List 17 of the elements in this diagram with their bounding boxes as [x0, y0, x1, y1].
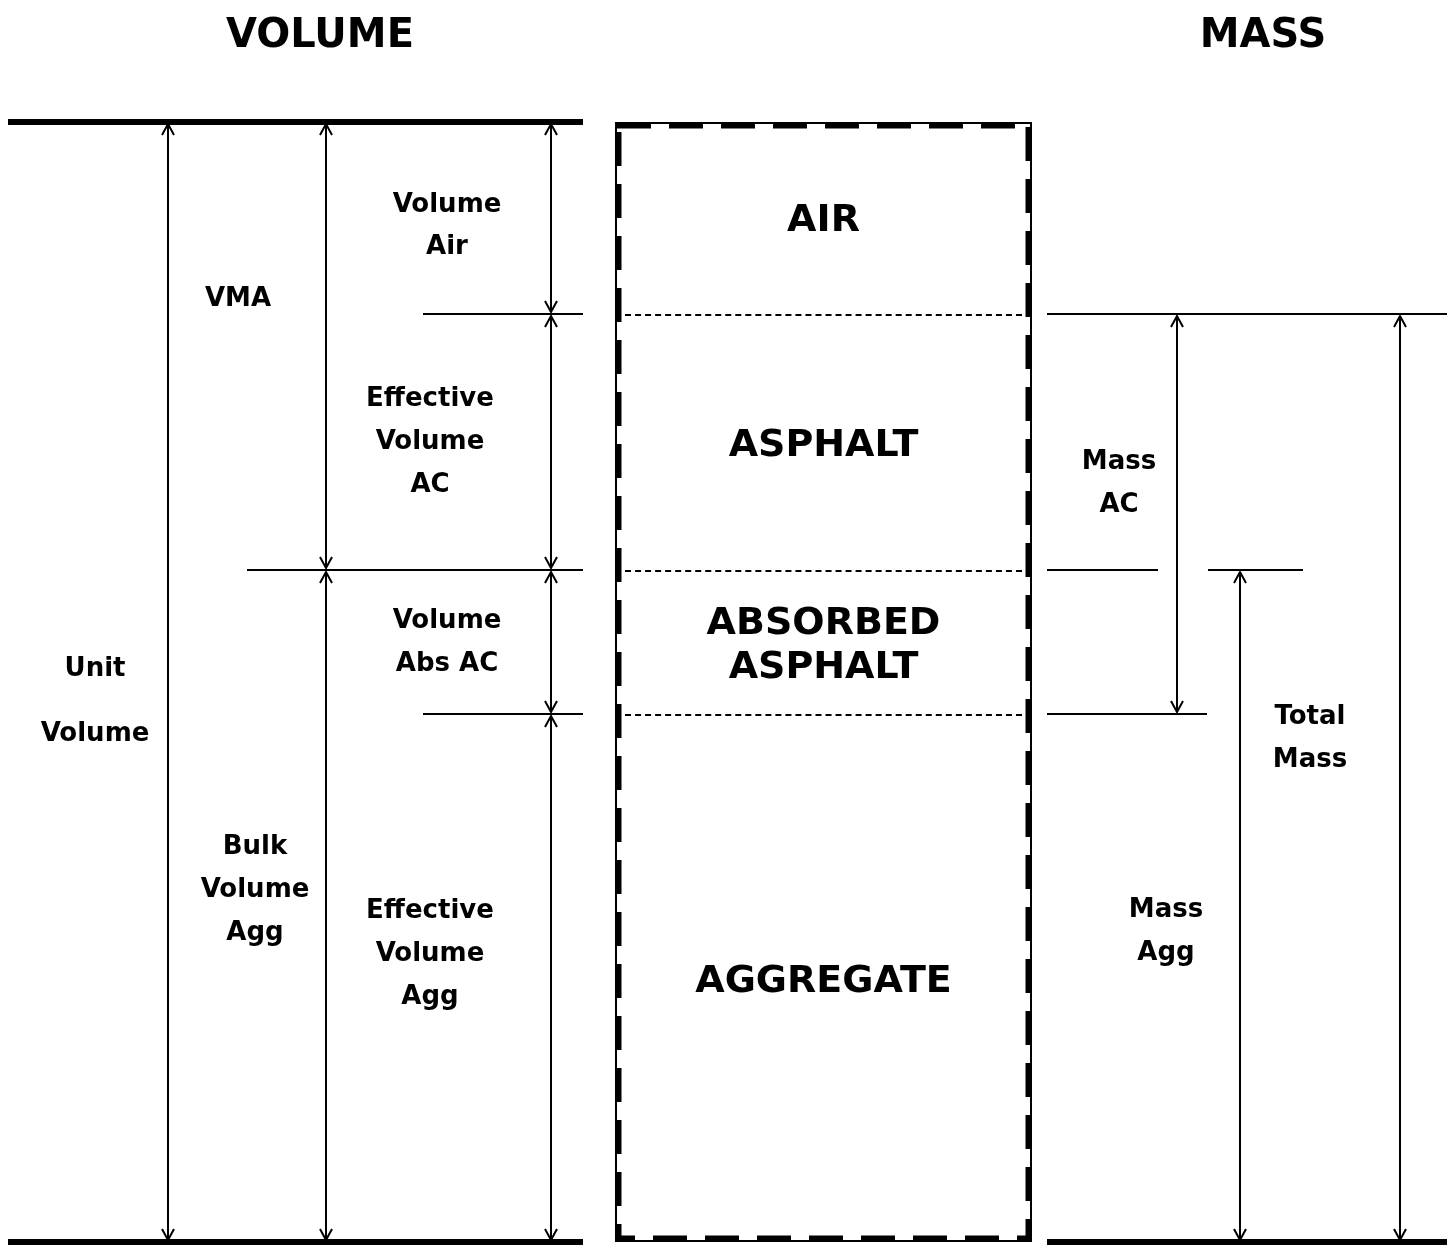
phase-label: AIR: [787, 196, 860, 240]
dimension-label: Unit Volume: [40, 651, 150, 749]
phase-label: ASPHALT: [728, 421, 919, 465]
dimension-label: Mass AC: [1081, 444, 1157, 520]
heading: MASS: [1199, 9, 1327, 57]
dimension-label: Volume Air: [392, 187, 502, 262]
dimension-label: VMA: [204, 281, 272, 315]
phase-label: AGGREGATE: [695, 957, 952, 1001]
dimension-label: Total Mass: [1272, 699, 1348, 775]
dashed-container-box: [615, 122, 1032, 1242]
dimension-label: Mass Agg: [1128, 892, 1204, 968]
heading: VOLUME: [226, 9, 414, 57]
phase-label: ABSORBED ASPHALT: [705, 599, 942, 687]
dimension-label: Effective Volume AC: [366, 380, 494, 500]
dimension-label: Volume Abs AC: [391, 603, 503, 679]
dimension-label: Effective Volume Agg: [366, 892, 494, 1012]
dimension-label: Bulk Volume Agg: [200, 828, 310, 948]
